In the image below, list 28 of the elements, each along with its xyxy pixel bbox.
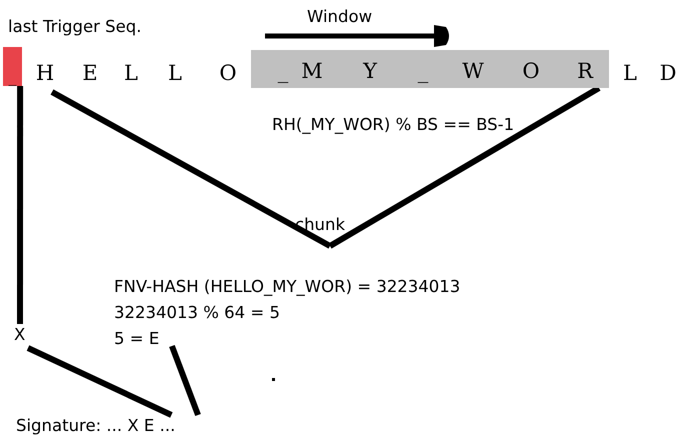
character: W [459,54,487,88]
node-text: X [14,324,26,346]
character: L [161,54,189,92]
character: M [298,54,326,88]
signature-text: Signature: ... X E ... [16,415,176,437]
character: L [616,54,644,92]
character: L [117,54,145,92]
character: O [517,54,545,88]
character: O [214,54,242,92]
character: Y [356,54,384,88]
character: _ [410,54,436,88]
character: _ [270,54,296,88]
highlighted-character: _ [3,47,22,86]
connector-line [26,345,173,418]
character: H [31,54,59,92]
character: R [571,54,599,88]
connector-line [169,344,201,416]
character: E [76,54,104,92]
label-text: Window [307,6,372,28]
formula-line: FNV-HASH (HELLO_MY_WOR) = 32234013 [114,276,460,298]
window-band [251,50,609,88]
condition-text: RH(_MY_WOR) % BS == BS-1 [272,114,514,136]
connector-line [50,89,332,249]
formula-line: 5 = E [114,328,160,350]
label-text: last Trigger Seq. [8,16,142,38]
formula-line: 32234013 % 64 = 5 [114,302,280,324]
character: D [654,54,682,92]
connector-line [17,86,24,324]
